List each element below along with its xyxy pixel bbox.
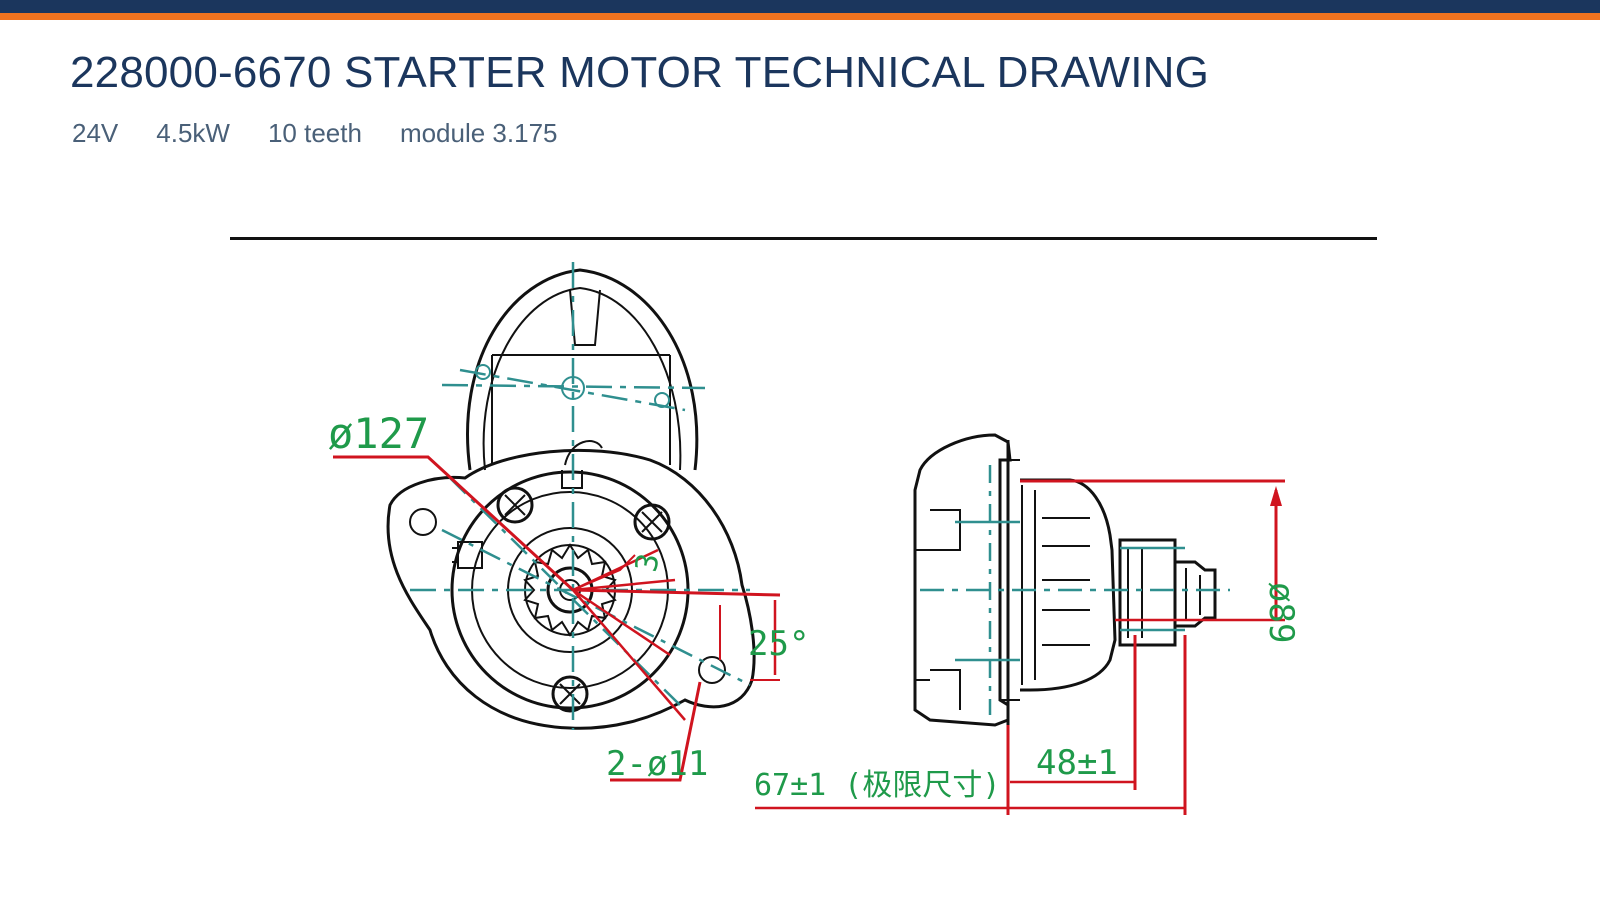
dim-pilot-diameter: ø89 — [1261, 582, 1301, 643]
page-title: 228000-6670 STARTER MOTOR TECHNICAL DRAW… — [70, 48, 1210, 97]
side-dimension-lines — [755, 479, 1285, 815]
dim-mount-holes: 2-ø11 — [606, 744, 708, 784]
spec-list: 24V 4.5kW 10 teeth module 3.175 — [72, 118, 558, 149]
top-accent-bar-orange — [0, 13, 1600, 20]
dim-flange-diameter: ø127 — [328, 409, 429, 458]
spec-power: 4.5kW — [156, 118, 230, 148]
front-centerlines — [410, 262, 751, 730]
dim-length-48: 48±1 — [1036, 743, 1118, 783]
spec-teeth: 10 teeth — [267, 118, 362, 148]
divider-rule — [230, 237, 1377, 240]
side-view — [913, 433, 1217, 727]
dim-length-67: 67±1 (极限尺寸) — [754, 768, 1000, 803]
spec-voltage: 24V — [72, 118, 119, 148]
spec-module: module 3.175 — [399, 118, 558, 148]
top-accent-bar-navy — [0, 0, 1600, 13]
side-section-lines — [955, 465, 1185, 715]
technical-drawing: ø127 3 25° 2-ø11 67±1 (极限尺寸) 48±1 ø89 — [230, 250, 1377, 850]
front-view — [386, 268, 756, 730]
dim-gear-offset: 3 — [629, 551, 667, 575]
front-dimension-lines — [333, 455, 781, 782]
front-hidden-circles — [475, 364, 670, 408]
drawing-canvas: ø127 3 25° 2-ø11 67±1 (极限尺寸) 48±1 ø89 — [328, 262, 1301, 815]
dim-angle: 25° — [748, 624, 809, 664]
